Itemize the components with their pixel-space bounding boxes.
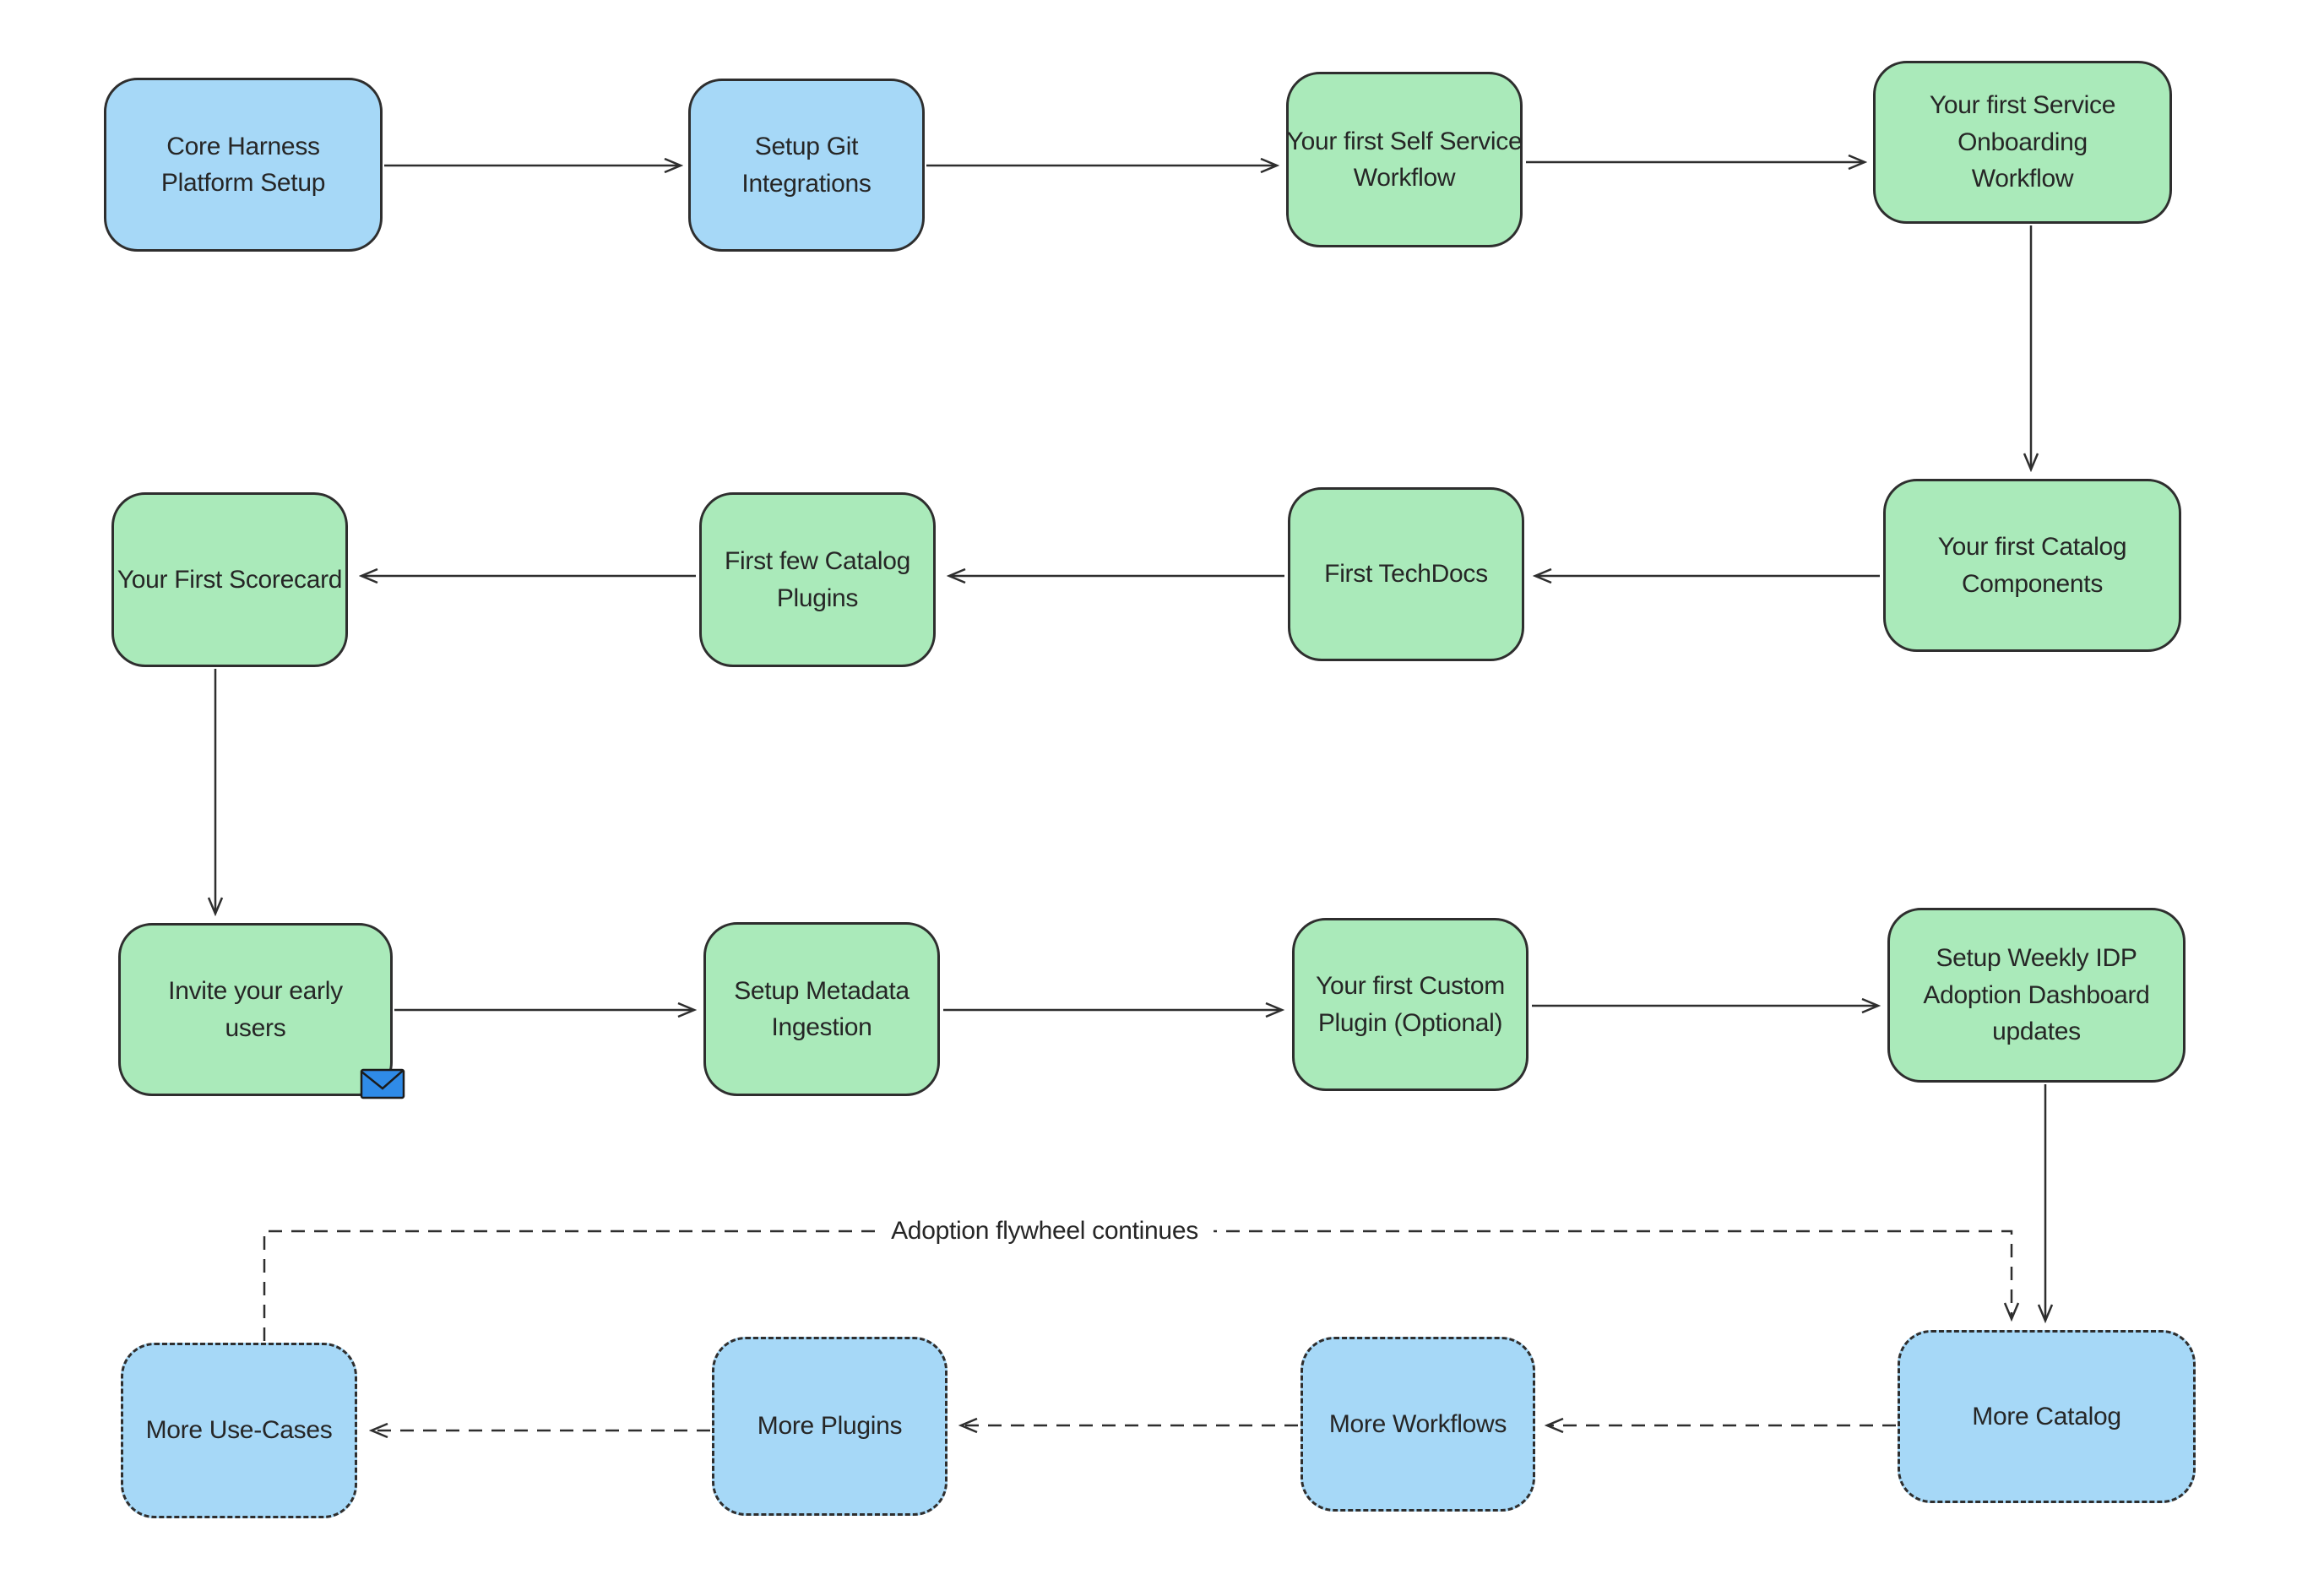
node-more-use-cases: More Use-Cases xyxy=(121,1343,357,1518)
node-first-self-service-workflow: Your first Self Service Workflow xyxy=(1286,72,1523,247)
node-first-scorecard: Your First Scorecard xyxy=(111,492,348,667)
node-first-techdocs: First TechDocs xyxy=(1288,487,1524,661)
envelope-icon xyxy=(319,1029,405,1099)
invite-early-users-label: Invite your early users xyxy=(168,977,343,1042)
node-more-workflows: More Workflows xyxy=(1300,1337,1535,1512)
node-setup-git-integrations: Setup Git Integrations xyxy=(688,79,925,252)
node-setup-metadata-ingestion: Setup Metadata Ingestion xyxy=(703,922,940,1096)
node-first-service-onboarding-workflow: Your first Service Onboarding Workflow xyxy=(1873,61,2172,224)
node-invite-early-users: Invite your early users xyxy=(118,923,405,1099)
node-weekly-idp-adoption-dashboard: Setup Weekly IDP Adoption Dashboard upda… xyxy=(1887,908,2186,1083)
node-first-custom-plugin: Your first Custom Plugin (Optional) xyxy=(1292,918,1529,1091)
node-core-harness-platform-setup: Core Harness Platform Setup xyxy=(104,78,383,252)
node-more-catalog: More Catalog xyxy=(1898,1330,2196,1503)
node-first-few-catalog-plugins: First few Catalog Plugins xyxy=(699,492,936,667)
node-first-catalog-components: Your first Catalog Components xyxy=(1883,479,2181,652)
node-more-plugins: More Plugins xyxy=(712,1337,948,1516)
flywheel-continues-label: Adoption flywheel continues xyxy=(876,1213,1214,1249)
